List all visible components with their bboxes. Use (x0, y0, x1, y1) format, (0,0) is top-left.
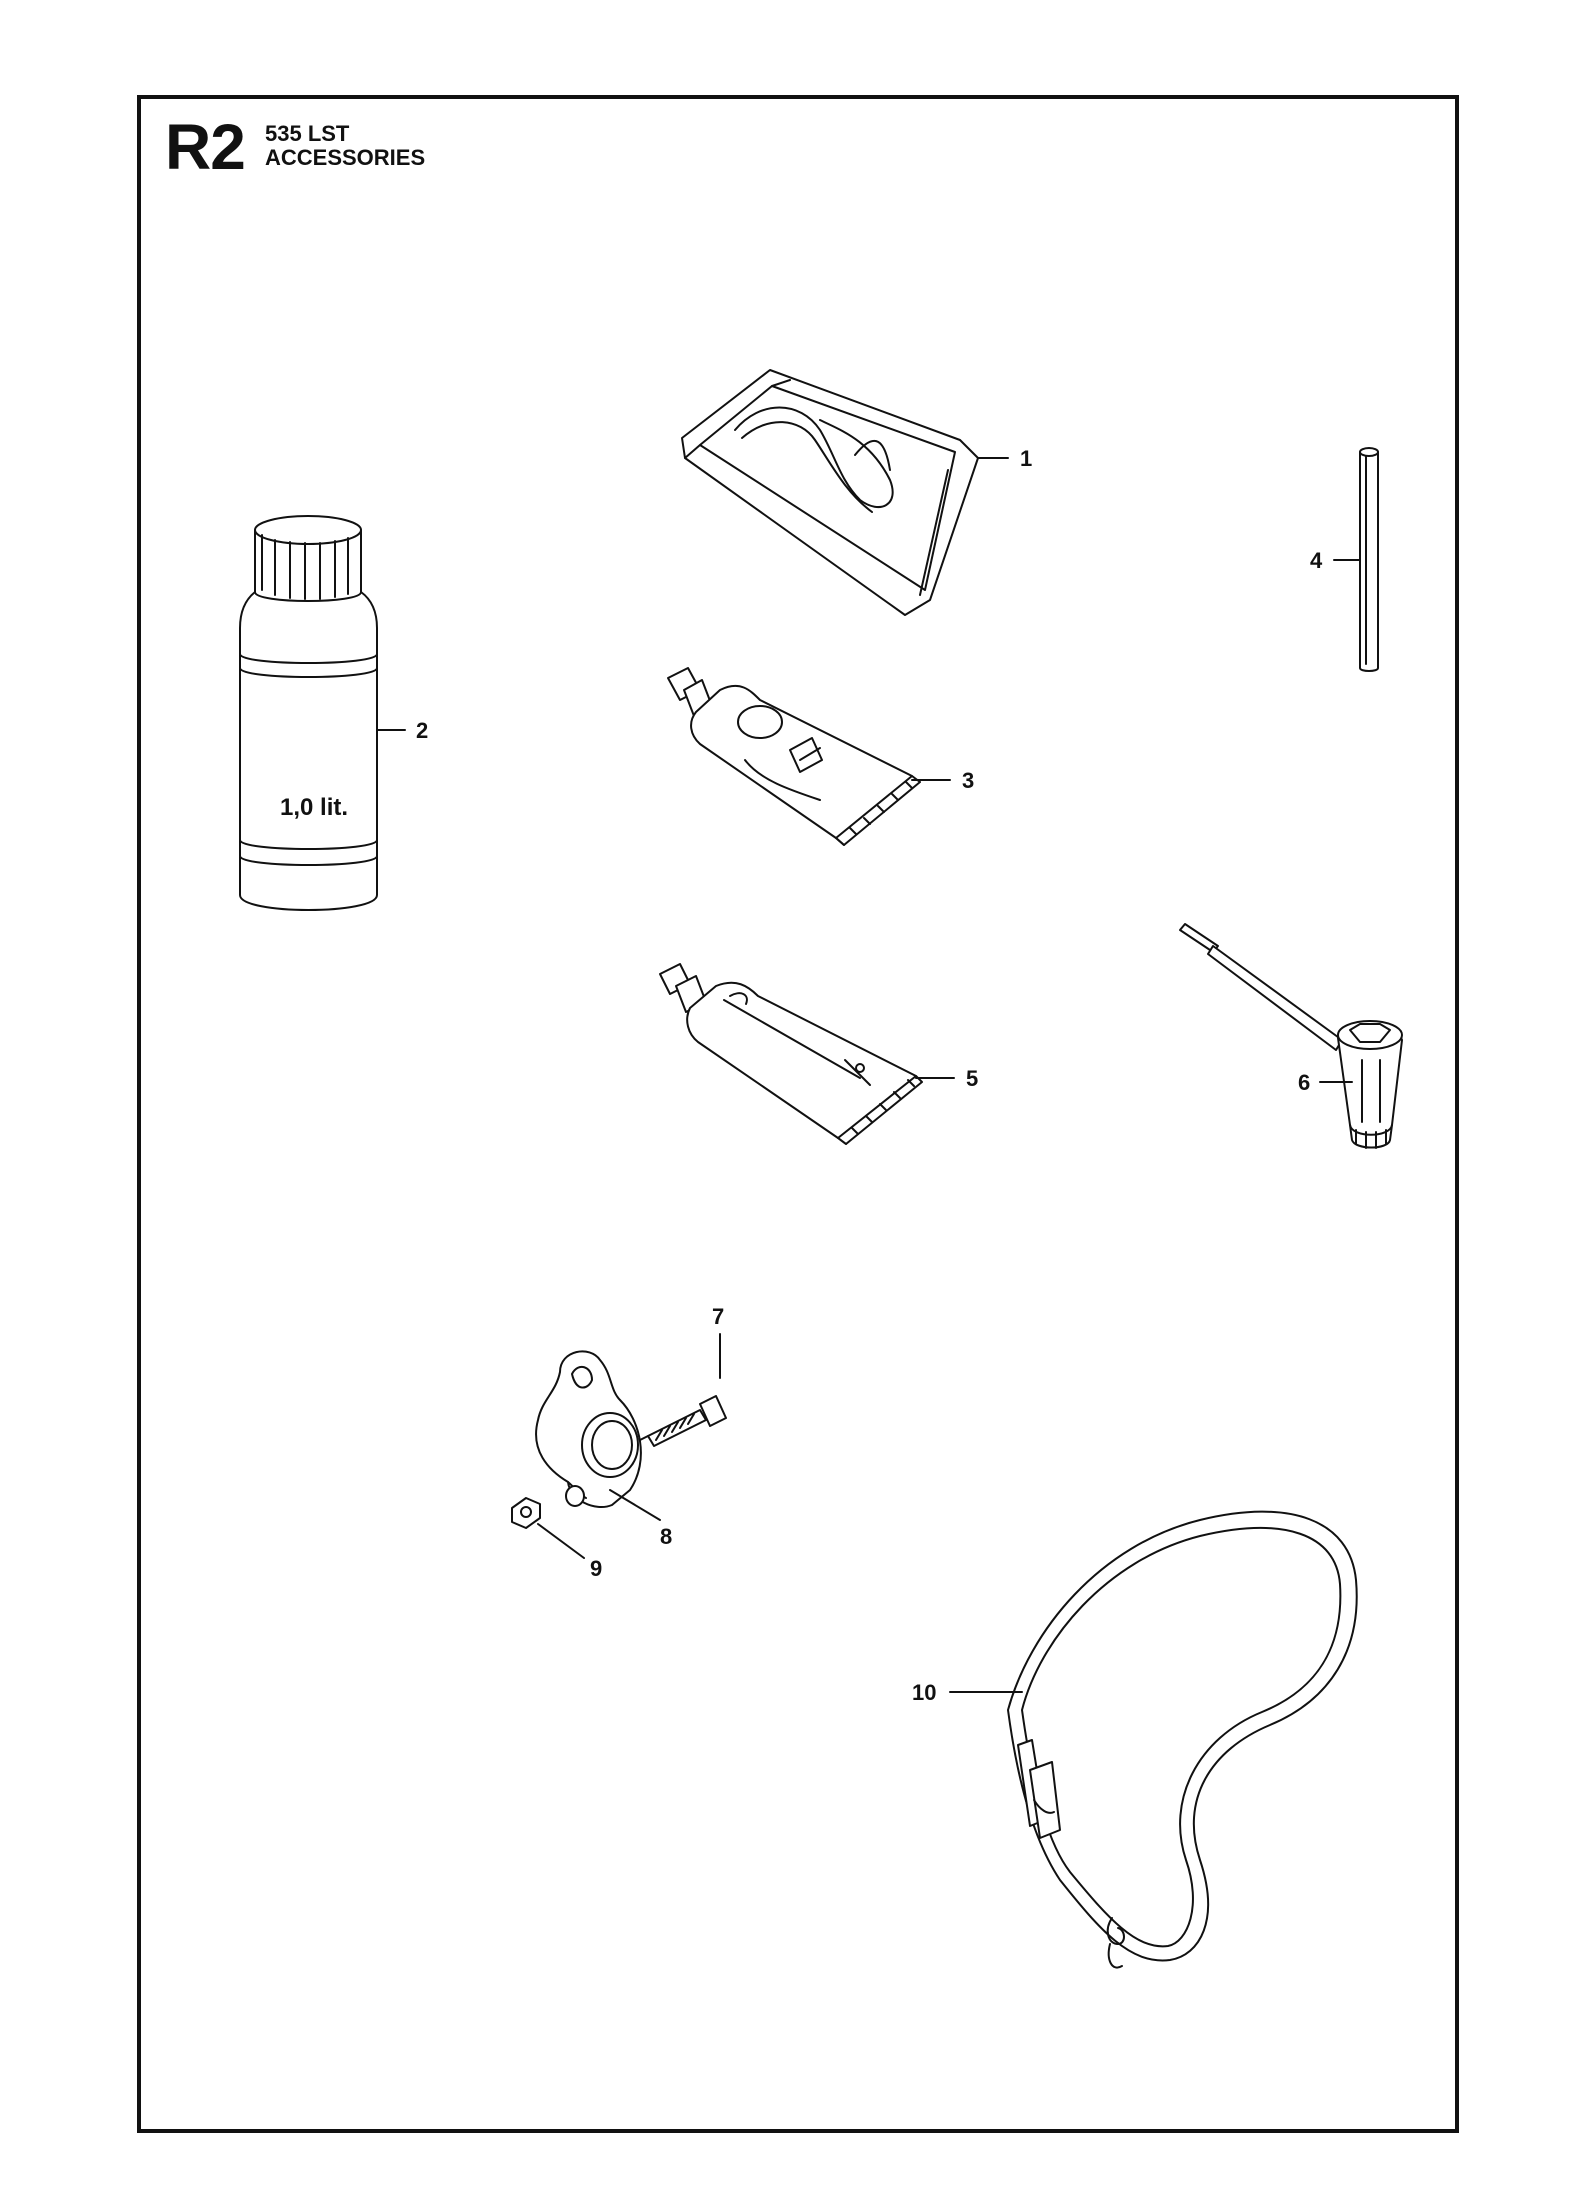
pin-rod-icon (1359, 447, 1379, 672)
callout-9: 9 (590, 1556, 602, 1581)
section-title: ACCESSORIES (265, 145, 426, 170)
callout-8: 7 (712, 1304, 724, 1329)
nut-icon (511, 1497, 541, 1529)
callout-3: 3 (962, 768, 974, 793)
oil-bottle-icon (239, 515, 378, 911)
screw-icon (639, 1395, 727, 1447)
diagram-frame (137, 95, 1459, 2133)
spark-plug-wrench-icon (1179, 923, 1403, 1149)
leader-line-9 (537, 1523, 585, 1559)
handle-clamp-icon (535, 1350, 642, 1508)
leader-line-7 (609, 1489, 661, 1521)
model-name: 535 LST (265, 121, 350, 146)
grease-tube-icon (667, 667, 921, 846)
callout-6: 6 (1298, 1070, 1310, 1095)
harness-strap-icon (1007, 1510, 1358, 1969)
callout-1: 1 (1020, 446, 1032, 471)
callout-7: 8 (660, 1524, 672, 1549)
grease-tube-icon (659, 963, 923, 1145)
bottle-volume-label: 1,0 lit. (280, 794, 348, 821)
page-code: R2 (165, 111, 246, 183)
callout-4: 4 (1310, 548, 1323, 573)
tool-bag-icon (681, 369, 979, 616)
callout-5: 5 (966, 1066, 978, 1091)
callout-10: 10 (912, 1680, 936, 1705)
callout-2: 2 (416, 718, 428, 743)
